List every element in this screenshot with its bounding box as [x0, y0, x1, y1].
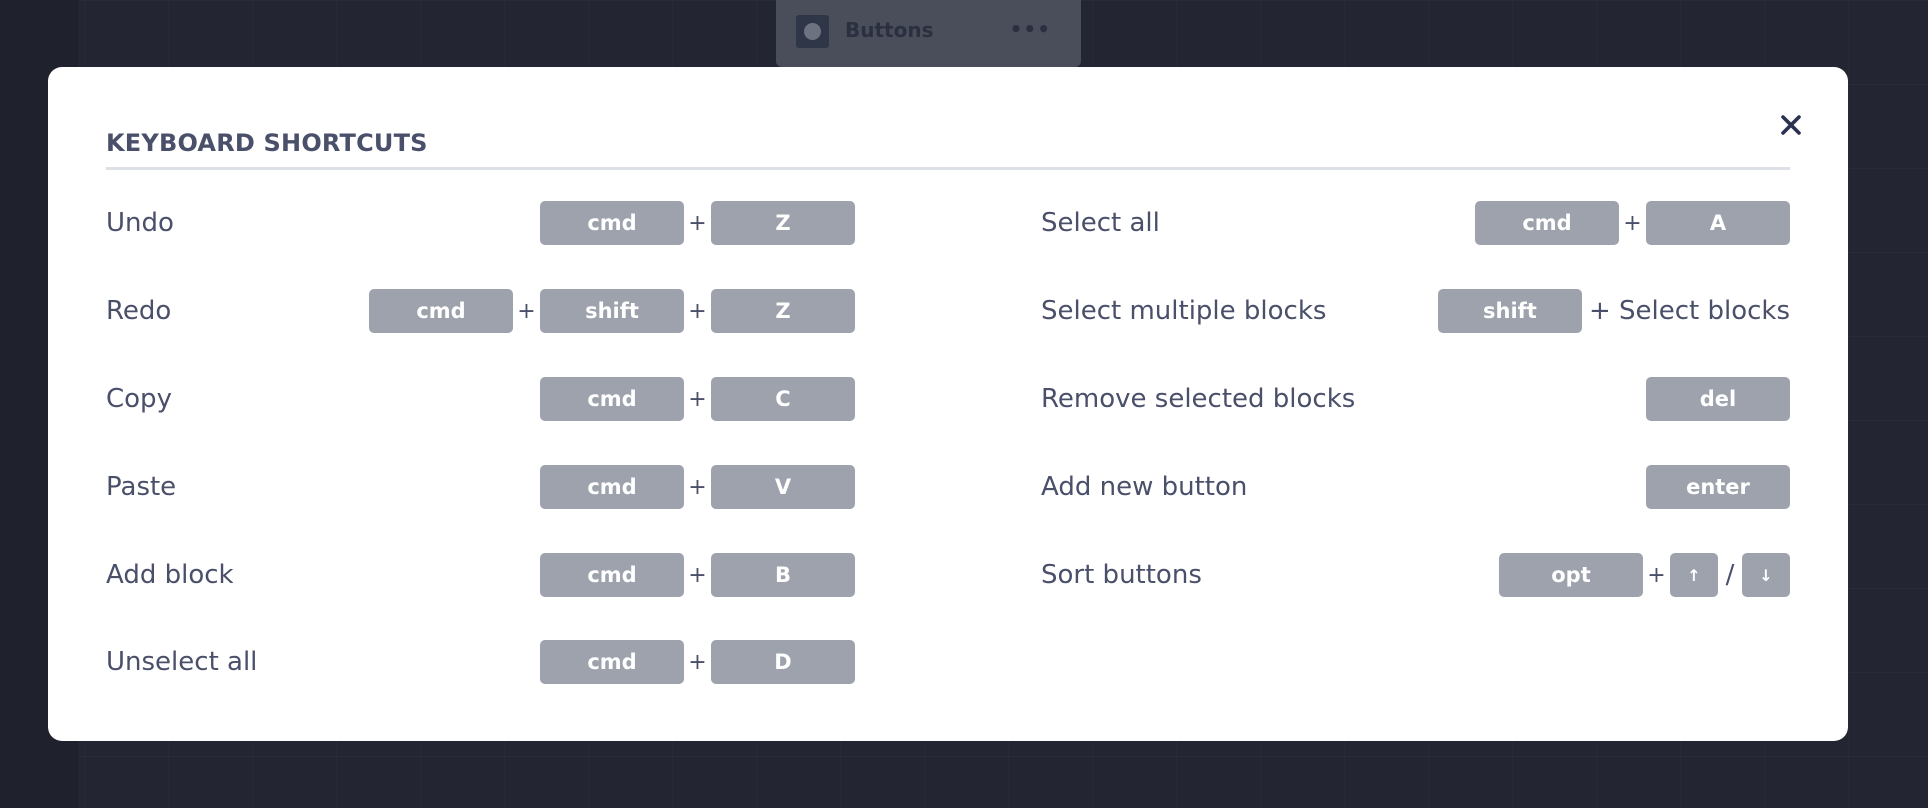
key-cmd: cmd	[1475, 201, 1619, 245]
key-cmd: cmd	[369, 289, 513, 333]
modal-title: KEYBOARD SHORTCUTS	[106, 129, 428, 157]
shortcut-keys: cmd + Z	[540, 201, 855, 245]
shortcut-label: Select all	[1041, 208, 1160, 238]
shortcut-label: Remove selected blocks	[1041, 384, 1356, 414]
plus-separator: +	[1623, 210, 1642, 236]
keyboard-shortcuts-modal: KEYBOARD SHORTCUTS Undo cmd + Z Redo cmd…	[48, 67, 1848, 741]
shortcut-label: Redo	[106, 296, 172, 326]
close-icon	[1781, 115, 1801, 135]
shortcut-row-add-new-button: Add new button enter	[1041, 465, 1790, 509]
shortcut-suffix: + Select blocks	[1588, 296, 1790, 326]
shortcut-row-copy: Copy cmd + C	[106, 377, 855, 421]
shortcut-label: Copy	[106, 384, 172, 414]
plus-separator: +	[1647, 562, 1666, 588]
shortcut-keys: opt + ↑ / ↓	[1499, 553, 1790, 597]
key-c: C	[711, 377, 855, 421]
plus-separator: +	[517, 298, 536, 324]
shortcut-keys: shift + Select blocks	[1437, 289, 1790, 333]
plus-separator: +	[688, 298, 707, 324]
plus-separator: +	[688, 562, 707, 588]
shortcut-row-redo: Redo cmd + shift + Z	[106, 289, 855, 333]
plus-separator: +	[688, 649, 707, 675]
shortcut-label: Unselect all	[106, 647, 258, 677]
shortcut-row-select-multiple-blocks: Select multiple blocks shift + Select bl…	[1041, 289, 1790, 333]
key-cmd: cmd	[540, 201, 684, 245]
shortcut-keys: cmd + B	[540, 553, 855, 597]
more-horizontal-icon: •••	[1009, 17, 1051, 41]
shortcut-keys: cmd + C	[540, 377, 855, 421]
key-cmd: cmd	[540, 465, 684, 509]
shortcut-row-add-block: Add block cmd + B	[106, 553, 855, 597]
plus-separator: +	[688, 210, 707, 236]
shortcut-label: Add block	[106, 560, 234, 590]
plus-separator: +	[688, 474, 707, 500]
key-del: del	[1646, 377, 1790, 421]
shortcut-row-sort-buttons: Sort buttons opt + ↑ / ↓	[1041, 553, 1790, 597]
key-shift: shift	[1437, 289, 1582, 333]
shortcut-keys: cmd + D	[540, 640, 855, 684]
shortcut-row-undo: Undo cmd + Z	[106, 201, 855, 245]
key-enter: enter	[1646, 465, 1790, 509]
shortcut-keys: enter	[1646, 465, 1790, 509]
shortcut-label: Select multiple blocks	[1041, 296, 1327, 326]
slash-separator: /	[1725, 560, 1735, 590]
shortcut-row-select-all: Select all cmd + A	[1041, 201, 1790, 245]
arrow-down-key: ↓	[1742, 553, 1790, 597]
shortcut-row-paste: Paste cmd + V	[106, 465, 855, 509]
shortcut-keys: del	[1646, 377, 1790, 421]
node-type-icon	[796, 15, 829, 48]
key-opt: opt	[1499, 553, 1643, 597]
key-z: Z	[711, 201, 855, 245]
title-divider	[106, 167, 1790, 170]
key-cmd: cmd	[540, 377, 684, 421]
shortcut-row-remove-selected-blocks: Remove selected blocks del	[1041, 377, 1790, 421]
shortcut-label: Paste	[106, 472, 177, 502]
arrow-up-key: ↑	[1670, 553, 1718, 597]
shortcut-label: Sort buttons	[1041, 560, 1202, 590]
close-button[interactable]	[1771, 105, 1811, 145]
key-d: D	[711, 640, 855, 684]
plus-separator: +	[688, 386, 707, 412]
shortcut-row-unselect-all: Unselect all cmd + D	[106, 640, 855, 684]
key-b: B	[711, 553, 855, 597]
key-shift: shift	[540, 289, 684, 333]
shortcut-keys: cmd + A	[1475, 201, 1790, 245]
key-z: Z	[711, 289, 855, 333]
shortcut-keys: cmd + shift + Z	[369, 289, 855, 333]
key-a: A	[1646, 201, 1790, 245]
background-buttons-node: Buttons •••	[776, 0, 1081, 67]
shortcut-keys: cmd + V	[540, 465, 855, 509]
key-v: V	[711, 465, 855, 509]
key-cmd: cmd	[540, 640, 684, 684]
shortcut-label: Undo	[106, 208, 174, 238]
shortcut-label: Add new button	[1041, 472, 1248, 502]
node-title: Buttons	[845, 18, 934, 42]
key-cmd: cmd	[540, 553, 684, 597]
